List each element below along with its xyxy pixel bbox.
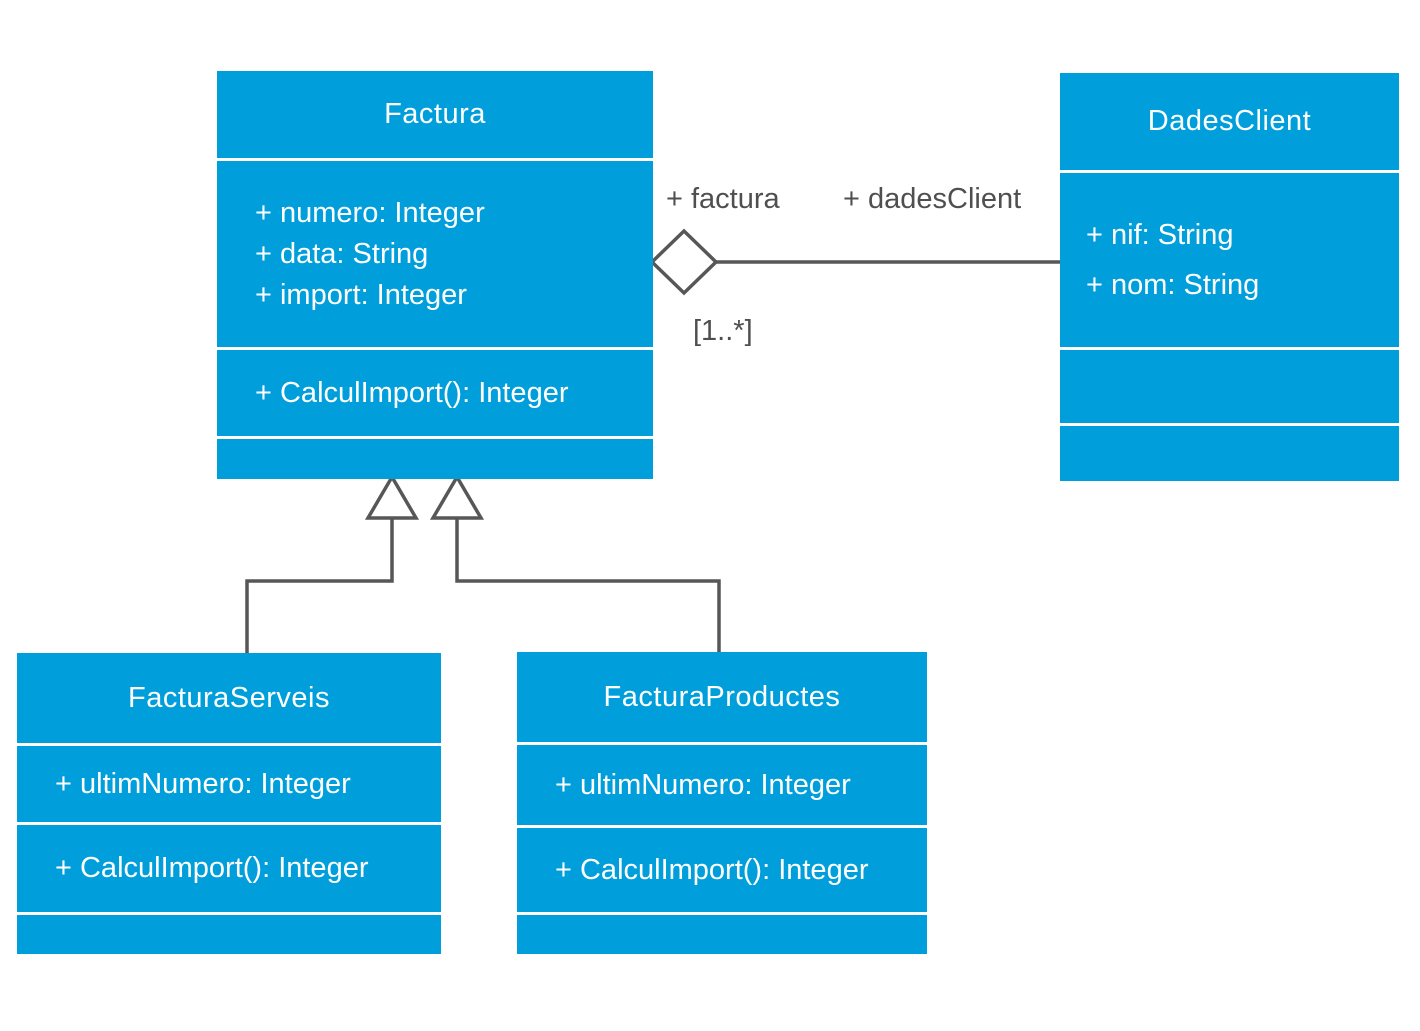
attribute-data: + data: String [255,237,429,270]
generalization-line-facturaserveis [245,516,394,654]
generalization-arrow-facturaproductes [429,473,485,520]
class-dadesclient-empty-compartment [1060,426,1399,481]
operation-calculimport: + CalculImport(): Integer [555,853,869,886]
class-factura-attributes: + numero: Integer + data: String + impor… [217,161,653,347]
aggregation-diamond [649,228,719,296]
class-facturaserveis-attributes: + ultimNumero: Integer [17,746,441,822]
class-facturaserveis-title: FacturaServeis [17,653,441,743]
generalization-line-facturaproductes [455,516,721,654]
class-facturaproductes-attributes: + ultimNumero: Integer [517,745,927,825]
class-factura-operations: + CalculImport(): Integer [217,350,653,436]
attribute-nif: + nif: String [1086,219,1234,251]
class-dadesclient-title: DadesClient [1060,73,1399,170]
class-facturaserveis: FacturaServeis + ultimNumero: Integer + … [17,653,441,954]
class-dadesclient: DadesClient + nif: String + nom: String [1060,73,1399,481]
attribute-nom: + nom: String [1086,269,1260,301]
aggregation-target-role-label: + dadesClient [843,183,1022,215]
attribute-numero: + numero: Integer [255,196,485,229]
attribute-import: + import: Integer [255,278,467,311]
class-facturaproductes: FacturaProductes + ultimNumero: Integer … [517,652,927,954]
class-facturaproductes-title: FacturaProductes [517,652,927,742]
class-facturaserveis-operations: + CalculImport(): Integer [17,825,441,912]
aggregation-source-role-label: + factura [666,183,780,215]
class-factura: Factura + numero: Integer + data: String… [217,71,653,479]
operation-calculimport: + CalculImport(): Integer [55,852,369,884]
class-facturaproductes-empty-compartment [517,915,927,954]
operation-calculimport: + CalculImport(): Integer [255,376,569,409]
class-factura-title: Factura [217,71,653,158]
class-facturaserveis-empty-compartment [17,915,441,954]
class-factura-empty-compartment [217,439,653,479]
class-dadesclient-attributes: + nif: String + nom: String [1060,173,1399,347]
generalization-arrow-facturaserveis [364,473,420,520]
class-dadesclient-operations-empty [1060,350,1399,423]
attribute-ultimnumero: + ultimNumero: Integer [55,767,351,800]
class-facturaproductes-operations: + CalculImport(): Integer [517,828,927,912]
aggregation-multiplicity-label: [1..*] [693,315,753,347]
attribute-ultimnumero: + ultimNumero: Integer [555,768,851,801]
